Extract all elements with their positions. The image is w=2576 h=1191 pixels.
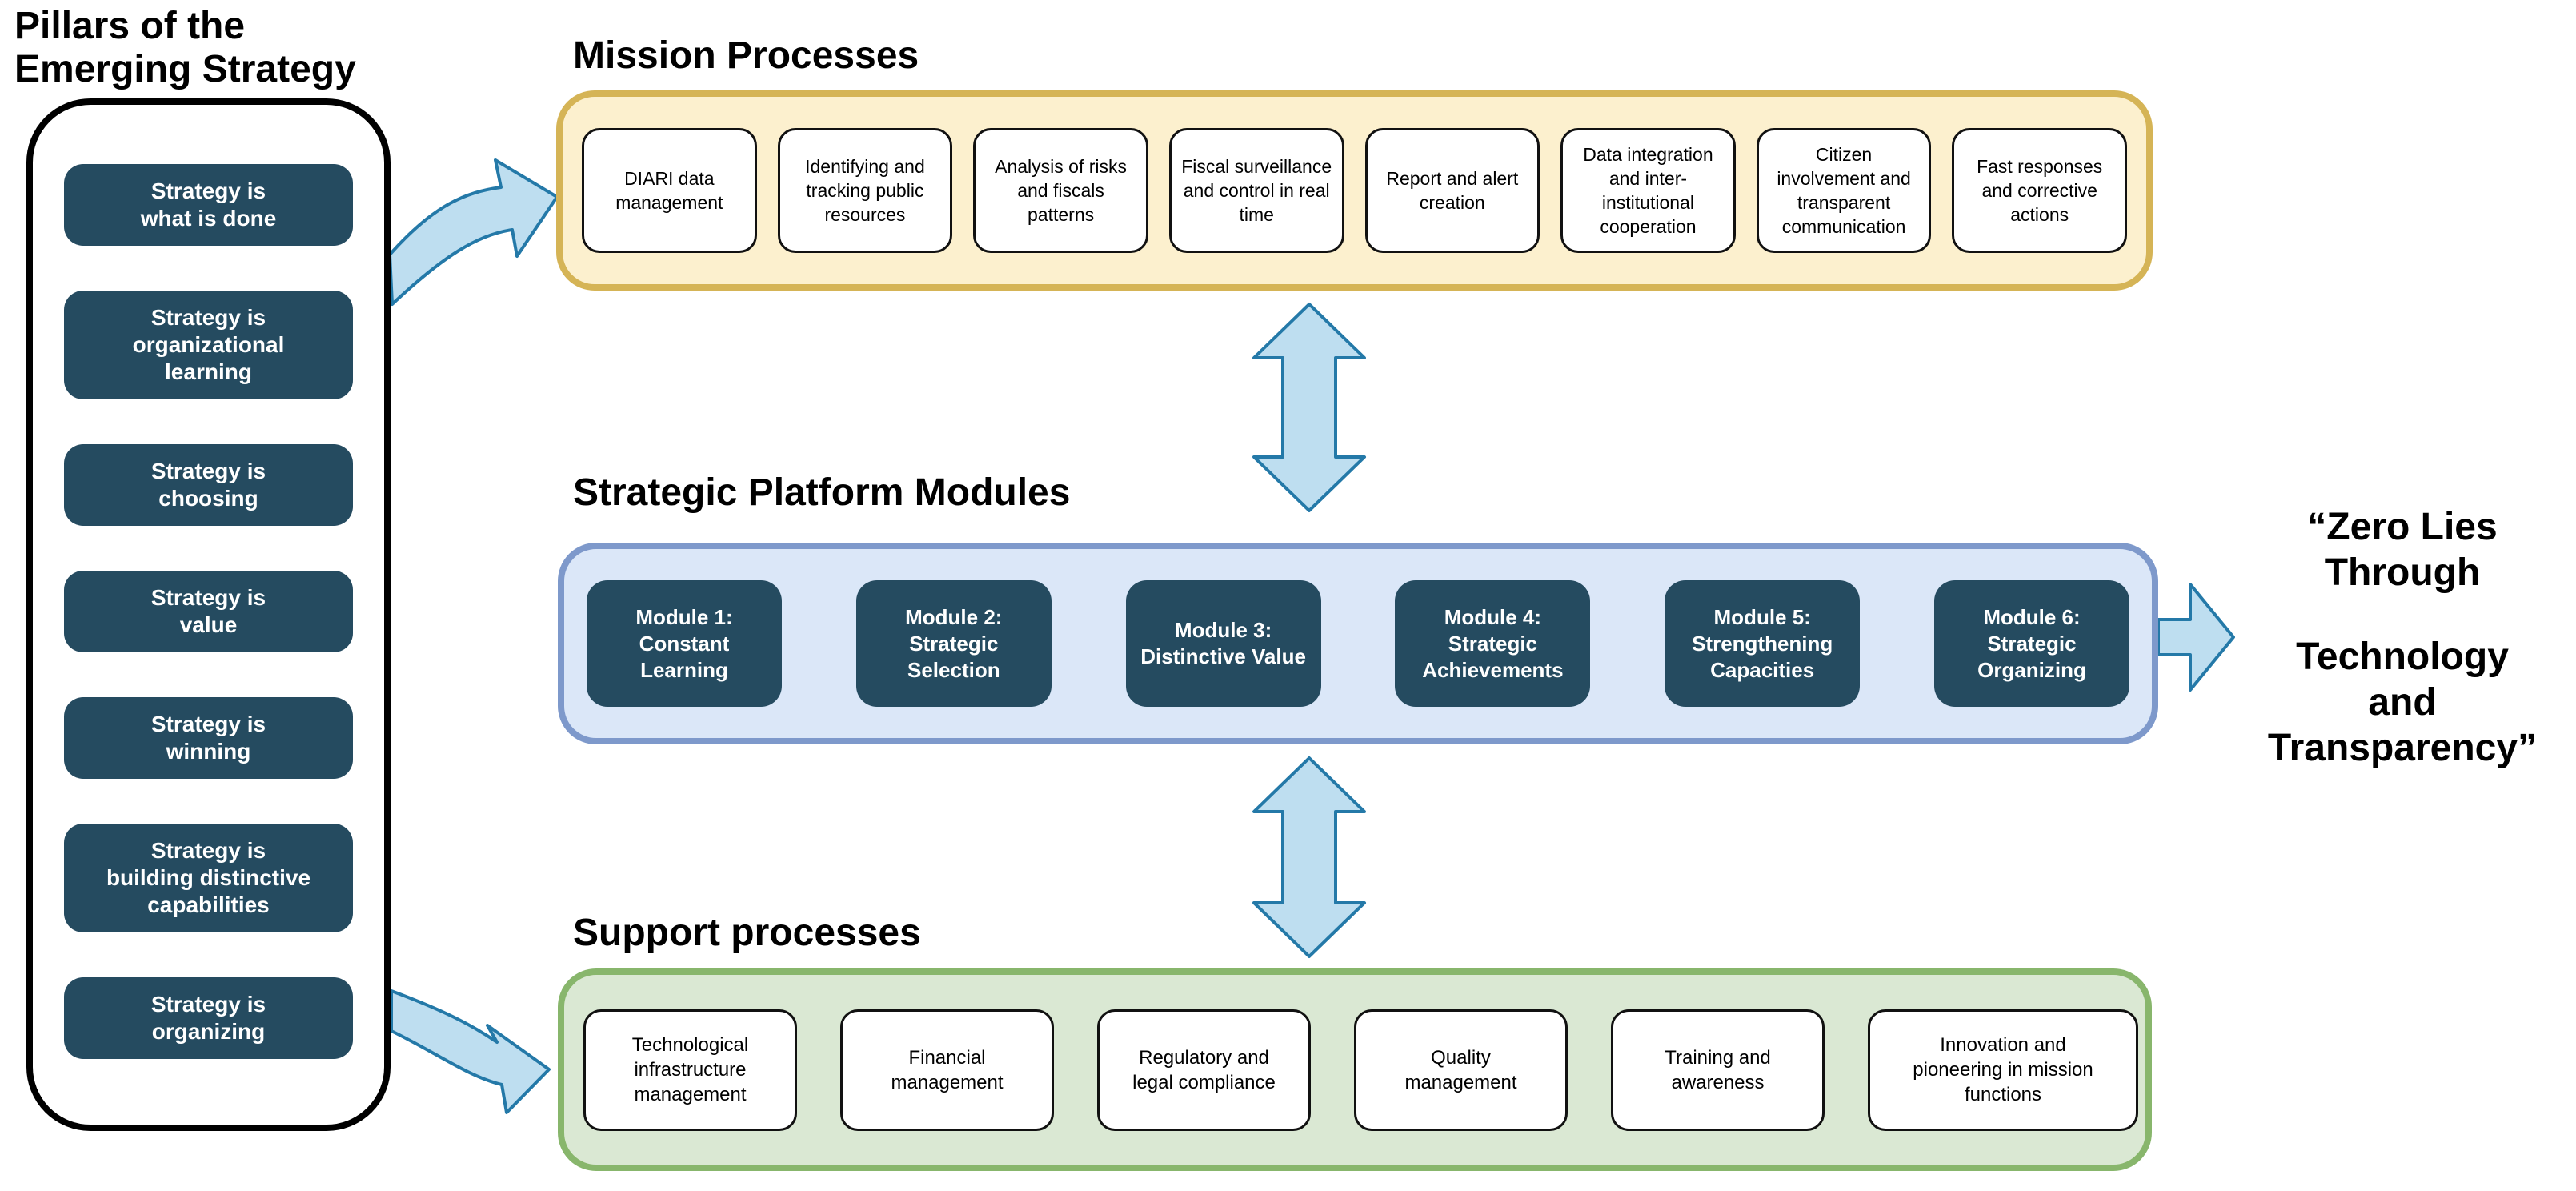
- module-label: Module 5:: [1713, 604, 1811, 629]
- vision-quote: “Zero Lies Through Technology and Transp…: [2258, 504, 2546, 771]
- module-box: Module 6: Strategic Organizing: [1933, 580, 2129, 707]
- pillar-box: Strategy is winning: [64, 697, 353, 779]
- pillar-box: Strategy is organizing: [64, 977, 353, 1059]
- module-label: Module 2:: [905, 604, 1003, 629]
- support-process-box: Regulatory and legal compliance: [1097, 1009, 1311, 1131]
- pillar-box: Strategy is what is done: [64, 164, 353, 246]
- mission-process-box: Citizen involvement and transparent comm…: [1756, 128, 1932, 253]
- mission-processes-container: DIARI data management Identifying and tr…: [556, 90, 2153, 291]
- mission-process-box: DIARI data management: [582, 128, 757, 253]
- mission-process-box: Data integration and inter- institutiona…: [1560, 128, 1736, 253]
- module-label: Module 3:: [1174, 618, 1272, 642]
- modules-section-title: Strategic Platform Modules: [573, 471, 1071, 514]
- pillar-box: Strategy is building distinctive capabil…: [64, 824, 353, 932]
- pillars-title: Pillars of the Emerging Strategy: [14, 5, 356, 90]
- support-process-box: Innovation and pioneering in mission fun…: [1868, 1009, 2138, 1131]
- vision-quote-line2: Technology and Transparency”: [2267, 636, 2538, 769]
- pillars-to-support-curved-arrow-icon: [390, 989, 551, 1114]
- pillar-box: Strategy is organizational learning: [64, 291, 353, 399]
- mission-process-box: Fiscal surveillance and control in real …: [1168, 128, 1344, 253]
- mission-process-box: Fast responses and corrective actions: [1952, 128, 2127, 253]
- module-name: Strengthening Capacities: [1692, 631, 1833, 682]
- support-process-box: Quality management: [1354, 1009, 1568, 1131]
- strategic-modules-container: Module 1: Constant Learning Module 2: St…: [558, 543, 2158, 744]
- mission-section-title: Mission Processes: [573, 34, 919, 77]
- module-box: Module 3: Distinctive Value: [1125, 580, 1321, 707]
- support-process-box: Technological infrastructure management: [583, 1009, 797, 1131]
- module-name: Strategic Selection: [907, 631, 1000, 682]
- module-label: Module 1:: [635, 604, 733, 629]
- module-box: Module 1: Constant Learning: [587, 580, 782, 707]
- pillars-container: Strategy is what is done Strategy is org…: [26, 98, 391, 1131]
- module-name: Strategic Achievements: [1422, 631, 1564, 682]
- mission-process-box: Report and alert creation: [1364, 128, 1540, 253]
- pillar-box: Strategy is choosing: [64, 444, 353, 526]
- mission-process-box: Identifying and tracking public resource…: [777, 128, 953, 253]
- module-name: Strategic Organizing: [1977, 631, 2086, 682]
- module-label: Module 4:: [1444, 604, 1542, 629]
- support-processes-container: Technological infrastructure management …: [558, 968, 2152, 1171]
- pillar-box: Strategy is value: [64, 571, 353, 652]
- module-box: Module 2: Strategic Selection: [855, 580, 1052, 707]
- mission-process-box: Analysis of risks and fiscals patterns: [973, 128, 1148, 253]
- module-label: Module 6:: [1983, 604, 2081, 629]
- module-box: Module 4: Strategic Achievements: [1395, 580, 1591, 707]
- modules-to-vision-right-arrow-icon: [2157, 583, 2235, 692]
- pillars-to-mission-curved-arrow-icon: [388, 158, 559, 306]
- module-name: Constant Learning: [639, 631, 730, 682]
- module-name: Distinctive Value: [1140, 644, 1306, 668]
- support-process-box: Financial management: [840, 1009, 1054, 1131]
- support-section-title: Support processes: [573, 912, 921, 954]
- mission-modules-double-arrow-icon: [1252, 303, 1366, 512]
- modules-support-double-arrow-icon: [1252, 756, 1366, 958]
- support-process-box: Training and awareness: [1611, 1009, 1825, 1131]
- vision-quote-line1: “Zero Lies Through: [2307, 506, 2498, 594]
- module-box: Module 5: Strengthening Capacities: [1665, 580, 1861, 707]
